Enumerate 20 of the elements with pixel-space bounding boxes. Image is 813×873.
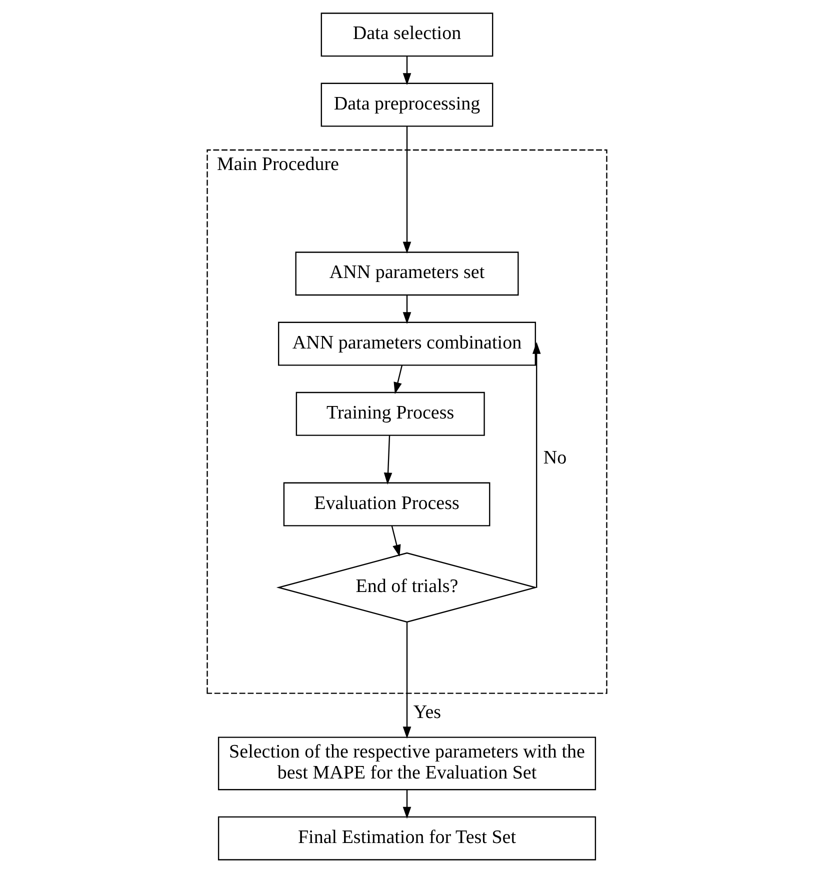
arrow — [402, 622, 411, 739]
node-box: Selection of the respective parameters with the best MAPE for the Evaluation Set — [217, 736, 596, 790]
node-box: Training Process — [295, 392, 484, 436]
edge-label: Yes — [412, 702, 441, 724]
arrow — [532, 342, 540, 588]
node-box: ANN parameters set — [294, 252, 518, 296]
arrow — [402, 56, 411, 86]
arrow — [402, 790, 411, 819]
arrow — [402, 295, 411, 324]
arrow — [383, 435, 392, 485]
node-box: Final Estimation for Test Set — [217, 816, 596, 860]
node-box: Data preprocessing — [320, 82, 493, 127]
arrow — [390, 526, 400, 557]
edge-label: No — [542, 448, 566, 469]
node-box: Data selection — [320, 12, 493, 57]
arrow — [402, 126, 411, 254]
node-box: Evaluation Process — [282, 482, 490, 526]
node-diamond: End of trials? — [276, 552, 538, 623]
node-box: ANN parameters combination — [278, 322, 536, 366]
arrow — [393, 365, 402, 394]
